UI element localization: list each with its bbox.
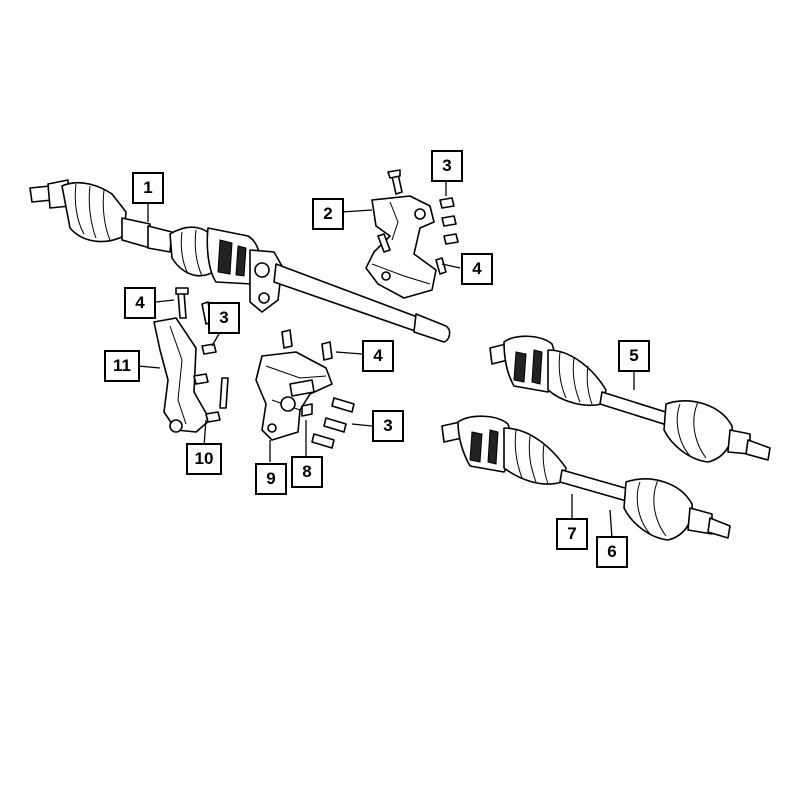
callout-7: 7 [556,518,588,550]
callout-3: 3 [372,410,404,442]
callout-2: 2 [312,198,344,230]
mounting-bracket-left [153,287,229,433]
callout-11: 11 [104,350,140,382]
mounting-bracket-upper [365,169,447,299]
center-mount-bracket [255,329,355,449]
callout-10: 10 [186,443,222,475]
callout-4: 4 [461,253,493,285]
leader-lines [137,182,635,539]
half-shaft-assembly-long [29,179,451,343]
callout-4: 4 [362,340,394,372]
bolt-set-upper [439,197,459,245]
callout-3: 3 [431,150,463,182]
callout-8: 8 [291,456,323,488]
half-shaft-assembly-upper-right [489,335,771,463]
callout-5: 5 [618,340,650,372]
callout-4: 4 [124,287,156,319]
callout-3: 3 [208,302,240,334]
callout-1: 1 [132,172,164,204]
callout-9: 9 [255,463,287,495]
callout-6: 6 [596,536,628,568]
half-shaft-assembly-lower-right [441,415,731,541]
